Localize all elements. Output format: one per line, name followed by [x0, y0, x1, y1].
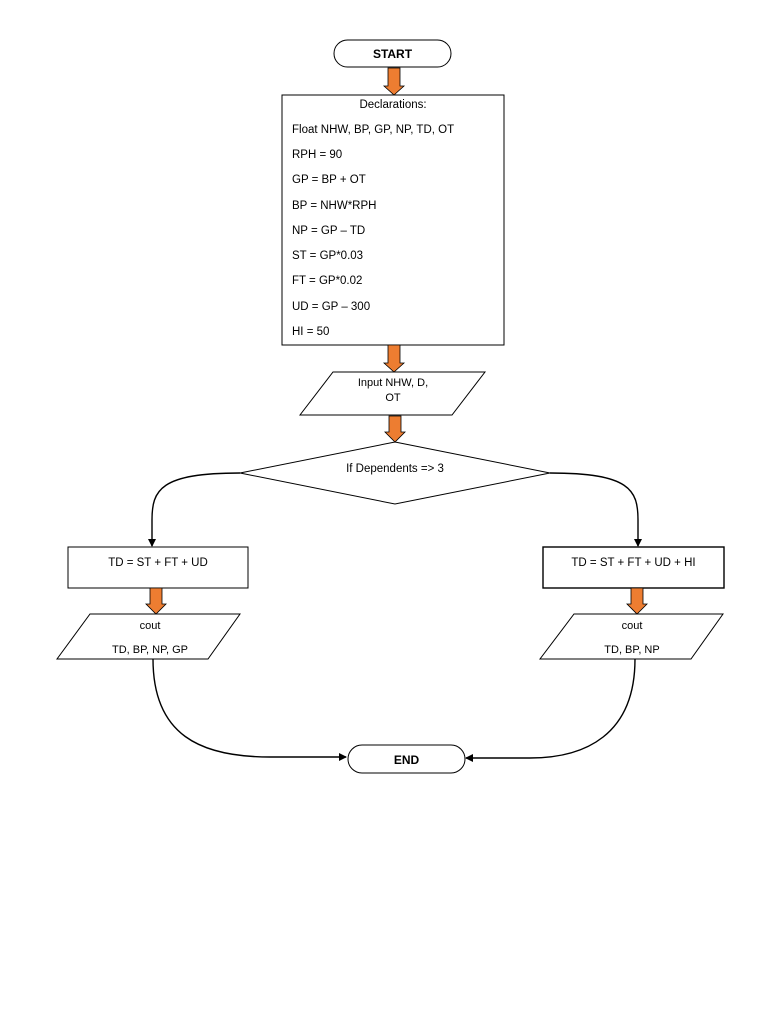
flow-arrow-declarations-to-input	[382, 344, 406, 373]
connector-right-output-to-end	[465, 658, 636, 762]
input-label-line2: OT	[385, 392, 401, 404]
left-output-line1: cout	[139, 620, 161, 632]
declaration-line: FT = GP*0.02	[292, 275, 363, 287]
right-output-parallelogram	[538, 613, 724, 660]
declaration-line: ST = GP*0.03	[292, 250, 364, 262]
declaration-line: HI = 50	[292, 326, 330, 338]
declaration-line: NP = GP – TD	[292, 225, 366, 237]
left-output-parallelogram	[56, 613, 241, 660]
input-label-line1: Input NHW, D,	[357, 377, 429, 389]
declaration-line: UD = GP – 300	[292, 301, 371, 313]
left-output-line2: TD, BP, NP, GP	[111, 644, 188, 656]
end-terminal	[347, 744, 466, 774]
left-process-label: TD = ST + FT + UD	[108, 557, 208, 569]
flow-arrow-right-process-to-output	[626, 587, 648, 615]
connector-decision-to-right-process	[549, 472, 642, 547]
connector-left-output-to-end	[152, 658, 347, 761]
right-process-label: TD = ST + FT + UD + HI	[571, 557, 696, 569]
decision-diamond	[239, 441, 551, 505]
left-process-box	[67, 546, 249, 589]
declarations-box	[281, 94, 505, 346]
connector-decision-to-left-process	[148, 472, 241, 547]
declaration-line: GP = BP + OT	[292, 174, 366, 186]
decision-label: If Dependents => 3	[346, 463, 444, 475]
declaration-line: BP = NHW*RPH	[292, 200, 377, 212]
start-label: START	[372, 47, 413, 61]
flow-arrow-input-to-decision	[384, 415, 406, 443]
declaration-line: Float NHW, BP, GP, NP, TD, OT	[292, 124, 455, 136]
flow-arrow-start-to-declarations	[382, 67, 406, 96]
right-output-line1: cout	[621, 620, 643, 632]
right-process-box	[542, 546, 725, 589]
end-label: END	[393, 753, 420, 767]
start-terminal	[333, 39, 452, 68]
declaration-line: RPH = 90	[292, 149, 343, 161]
declarations-title: Declarations:	[359, 99, 427, 111]
input-parallelogram	[298, 371, 487, 416]
right-output-line2: TD, BP, NP	[604, 644, 660, 656]
flow-arrow-left-process-to-output	[145, 587, 167, 615]
